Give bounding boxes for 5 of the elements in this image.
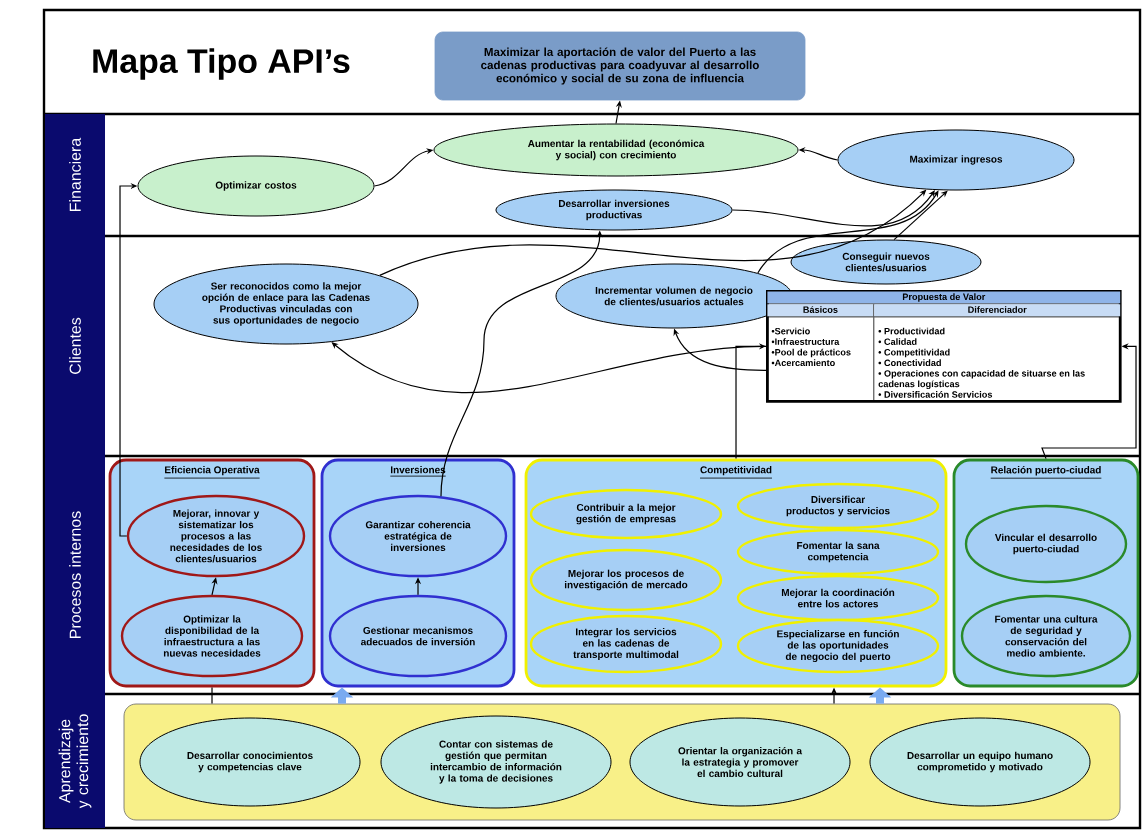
arrow (731, 190, 935, 227)
title: Mapa Tipo API’s (93, 48, 350, 80)
arrow (893, 190, 948, 241)
arrow (735, 343, 766, 460)
arrow (757, 190, 939, 274)
